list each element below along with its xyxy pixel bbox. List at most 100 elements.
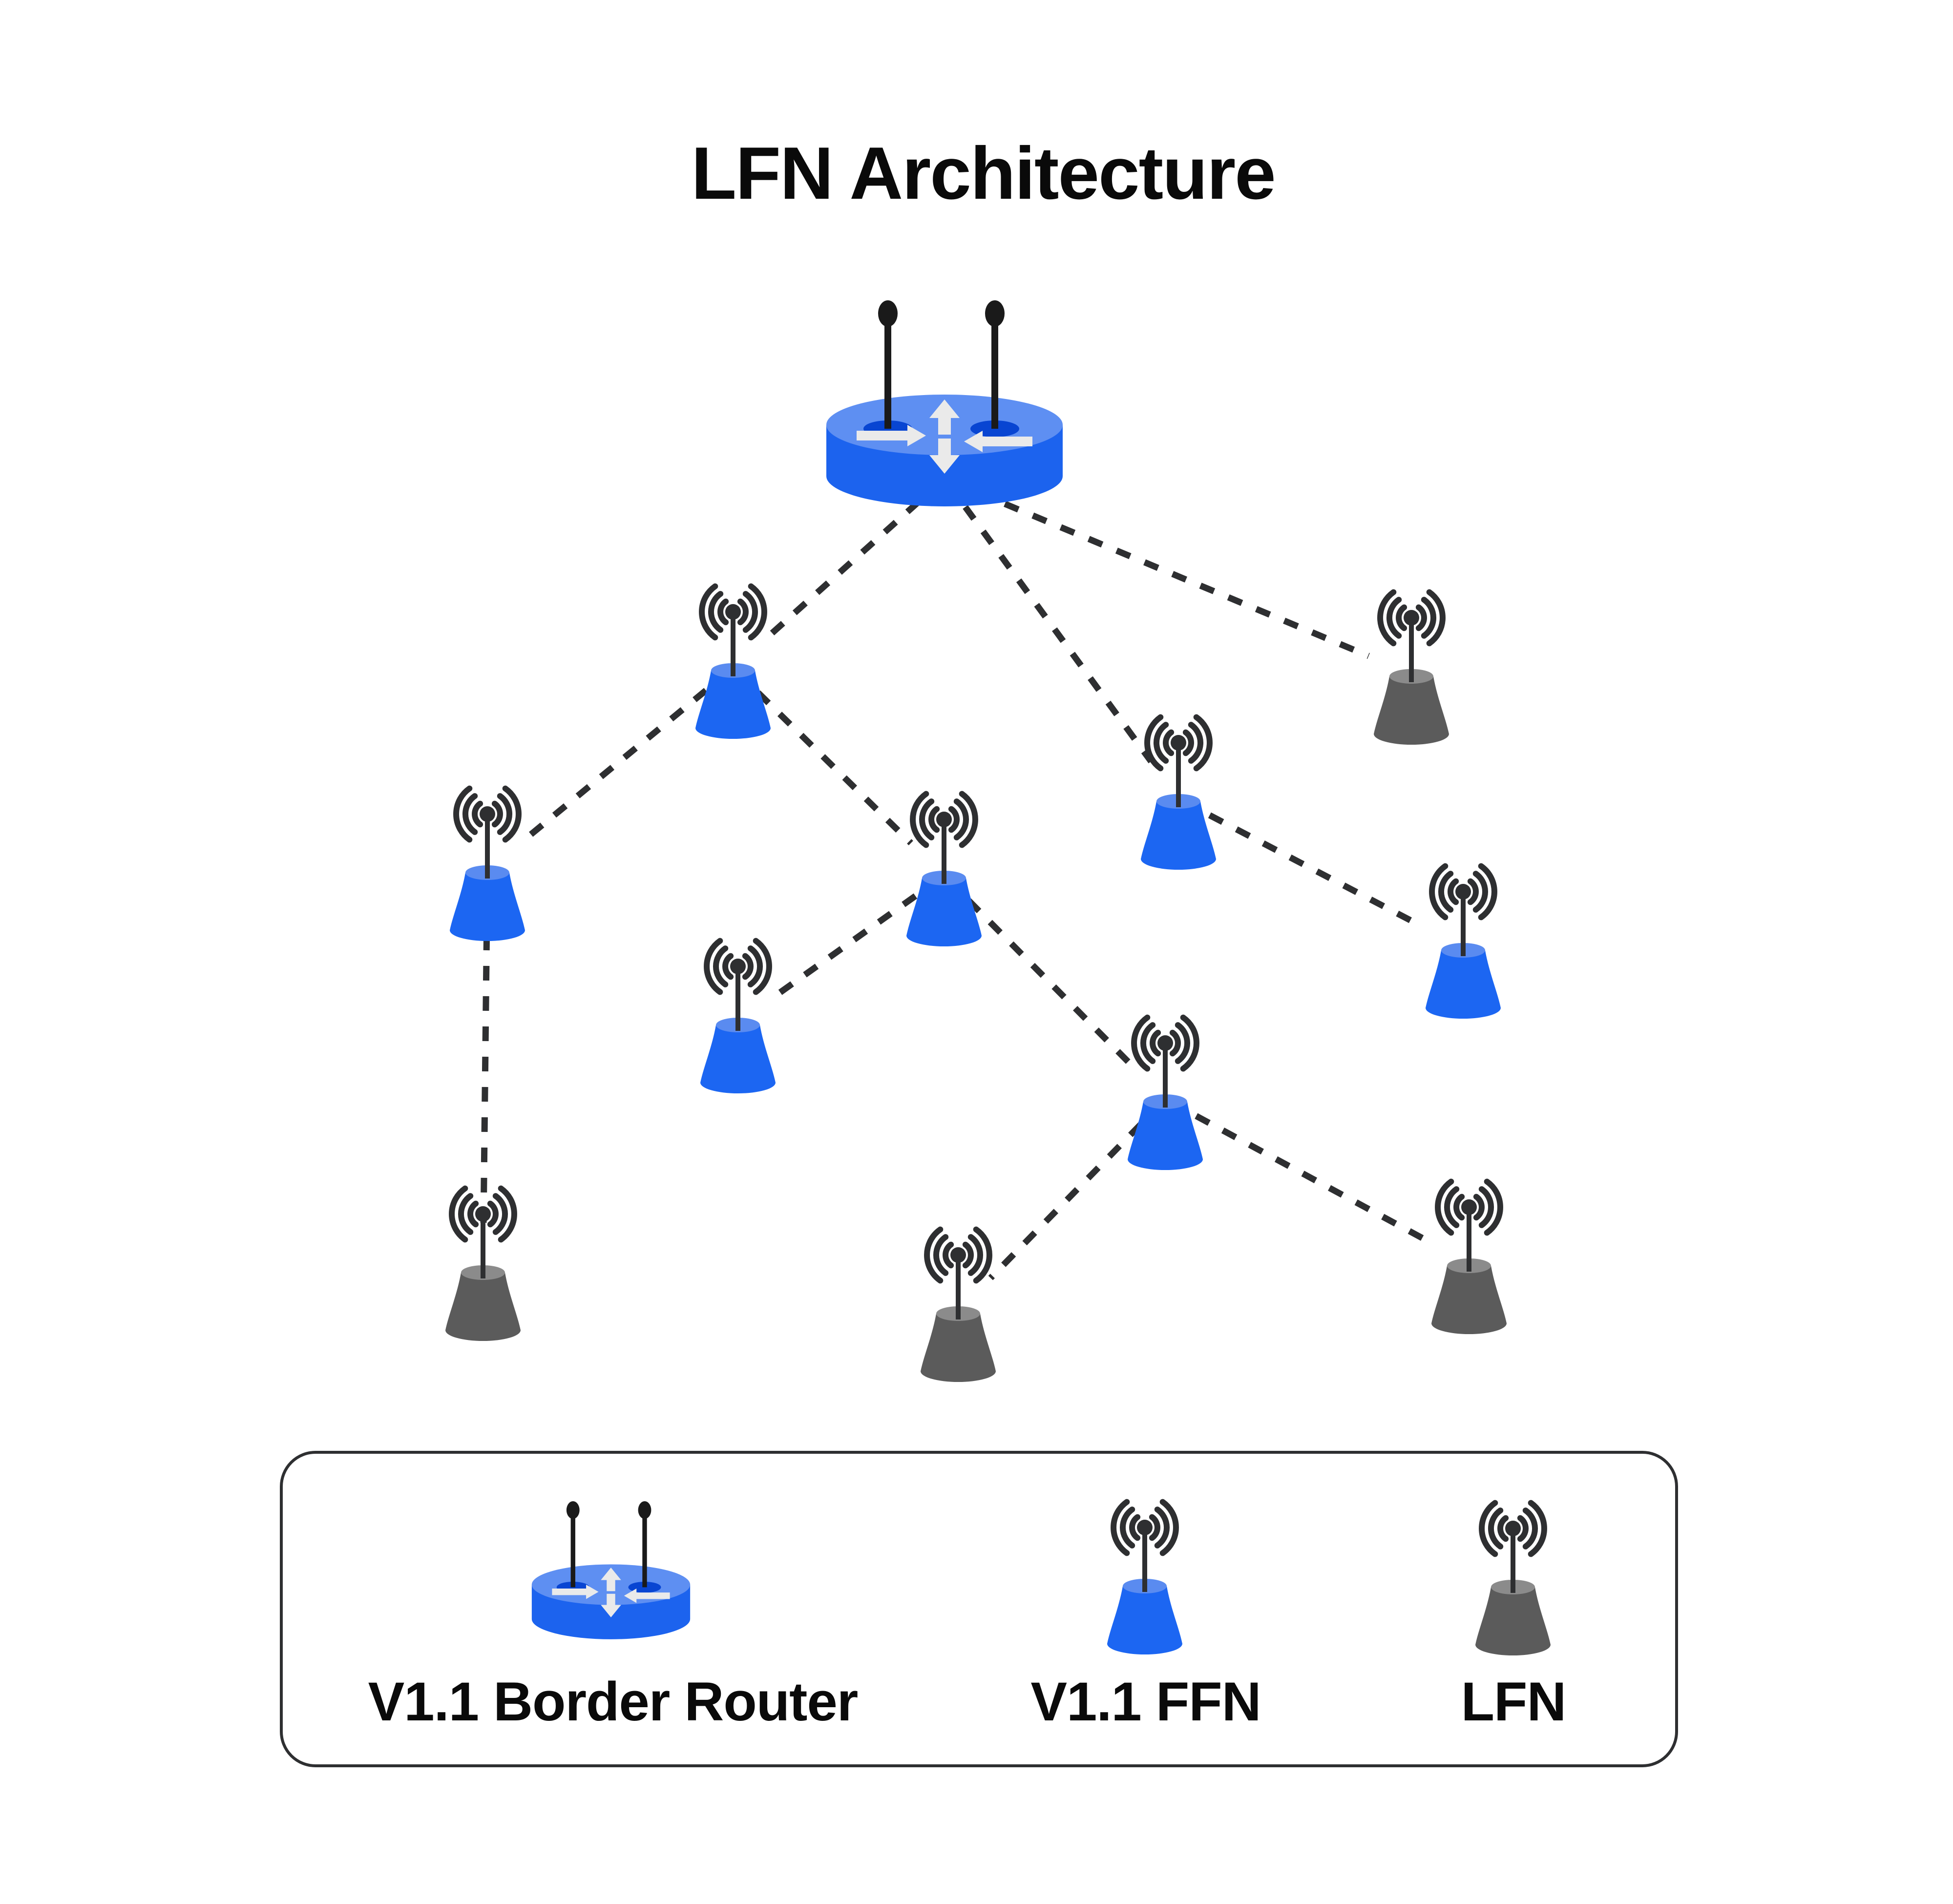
wifi-arc-icon — [1429, 863, 1449, 921]
router-arrow-icon — [929, 439, 960, 474]
legend-box — [280, 1451, 1678, 1767]
lfn-cone — [1475, 1587, 1551, 1655]
antenna-dot-icon — [1137, 1520, 1153, 1535]
wifi-arc-icon — [487, 1200, 499, 1228]
wifi-arc-icon — [1144, 714, 1164, 772]
wifi-arc-icon — [1467, 878, 1479, 905]
wifi-arc-icon — [449, 1185, 468, 1243]
node-lfn-4 — [1431, 1178, 1507, 1334]
legend-label-lfn: LFN — [1461, 1671, 1566, 1732]
wifi-arc-icon — [472, 800, 483, 828]
wifi-arc-icon — [962, 1241, 974, 1269]
edges-layer — [480, 477, 1430, 1280]
wifi-arc-icon — [1131, 1014, 1151, 1072]
node-ffn-1 — [695, 583, 771, 739]
wifi-arc-icon — [953, 798, 969, 840]
wifi-arc-icon — [467, 1200, 479, 1228]
wifi-arc-icon — [1426, 589, 1446, 647]
node-legend-ffn — [1107, 1499, 1182, 1654]
wifi-arc-icon — [1140, 1022, 1156, 1064]
wifi-arc-icon — [1478, 1186, 1494, 1228]
edge-ffn-2-ffn-5 — [1181, 798, 1424, 929]
node-border-router — [826, 300, 1063, 506]
node-ffn-7 — [1128, 1014, 1203, 1170]
wifi-arc-icon — [1149, 1514, 1160, 1541]
node-legend-border-router — [531, 1501, 691, 1639]
wifi-arc-icon — [1472, 871, 1489, 913]
wifi-arc-icon — [1522, 1507, 1538, 1549]
legend-icons — [531, 1499, 1551, 1655]
wifi-arc-icon — [1175, 1022, 1191, 1064]
wifi-arc-icon — [1497, 1515, 1509, 1542]
antenna-dot-icon — [725, 604, 741, 620]
wifi-arc-icon — [967, 1234, 984, 1276]
wifi-arc-icon — [1163, 729, 1175, 756]
router-arrow-icon — [601, 1593, 621, 1617]
antenna-dot-icon — [730, 959, 746, 974]
wifi-arc-icon — [722, 953, 734, 980]
legend: V1.1 Border Router V1.1 FFN LFN — [280, 1451, 1678, 1767]
router-arrow-icon — [552, 1585, 599, 1599]
router-antenna-tip — [878, 300, 898, 327]
wifi-arc-icon — [1182, 729, 1194, 756]
wifi-arc-icon — [713, 945, 729, 987]
wifi-arc-icon — [910, 791, 929, 848]
router-antenna-tip — [638, 1501, 651, 1519]
wifi-arc-icon — [1377, 589, 1397, 647]
wifi-arc-icon — [753, 938, 772, 995]
edge-ffn-7-lfn-4 — [1168, 1099, 1430, 1244]
wifi-arc-icon — [1421, 597, 1437, 639]
edge-ffn-4-ffn-7 — [945, 877, 1135, 1069]
antenna-dot-icon — [950, 1247, 966, 1263]
ffn-cone — [906, 878, 982, 946]
wifi-arc-icon — [928, 806, 940, 833]
antenna-dot-icon — [1157, 1035, 1173, 1051]
wifi-arc-icon — [492, 1193, 508, 1235]
router-arrow-icon — [857, 425, 926, 446]
wifi-arc-icon — [748, 583, 767, 641]
wifi-arc-icon — [924, 1226, 944, 1284]
ffn-cone — [1141, 801, 1216, 870]
wifi-arc-icon — [1129, 1514, 1141, 1541]
wifi-arc-icon — [1111, 1499, 1130, 1556]
wifi-arc-icon — [1484, 1178, 1503, 1236]
lfn-cone — [1374, 676, 1449, 745]
antenna-dot-icon — [480, 806, 495, 822]
wifi-arc-icon — [1528, 1500, 1547, 1557]
node-ffn-4 — [906, 791, 982, 946]
router-arrow-icon — [624, 1589, 670, 1603]
wifi-arc-icon — [1478, 863, 1497, 921]
nodes-layer — [445, 300, 1507, 1382]
lfn-cone — [1431, 1266, 1507, 1334]
wifi-arc-icon — [742, 953, 754, 980]
wifi-arc-icon — [737, 598, 749, 626]
edge-ffn-1-ffn-4 — [734, 669, 913, 846]
ffn-cone — [1426, 950, 1501, 1019]
page-title: LFN Architecture — [691, 132, 1275, 215]
ffn-cone — [450, 873, 525, 941]
wifi-arc-icon — [497, 793, 513, 835]
router-antenna-tip — [985, 300, 1005, 327]
ffn-cone — [700, 1025, 776, 1093]
wifi-arc-icon — [491, 800, 503, 828]
node-lfn-3 — [921, 1226, 996, 1382]
node-legend-lfn — [1475, 1500, 1551, 1655]
wifi-arc-icon — [699, 583, 718, 641]
wifi-arc-icon — [959, 791, 978, 848]
router-antenna-tip — [566, 1501, 580, 1519]
ffn-cone — [1107, 1586, 1182, 1654]
wifi-arc-icon — [1153, 722, 1169, 764]
wifi-arc-icon — [1517, 1515, 1529, 1542]
wifi-arc-icon — [943, 1241, 954, 1269]
wifi-arc-icon — [1188, 722, 1204, 764]
edge-ffn-7-lfn-3 — [988, 1100, 1164, 1280]
wifi-arc-icon — [502, 785, 522, 843]
ffn-cone — [1128, 1102, 1203, 1170]
wifi-arc-icon — [1169, 1029, 1181, 1057]
wifi-arc-icon — [1479, 1500, 1498, 1557]
wifi-arc-icon — [1150, 1029, 1161, 1057]
wifi-arc-icon — [453, 785, 473, 843]
wifi-arc-icon — [1444, 1186, 1460, 1228]
wifi-arc-icon — [462, 793, 478, 835]
wifi-arc-icon — [1159, 1499, 1179, 1556]
